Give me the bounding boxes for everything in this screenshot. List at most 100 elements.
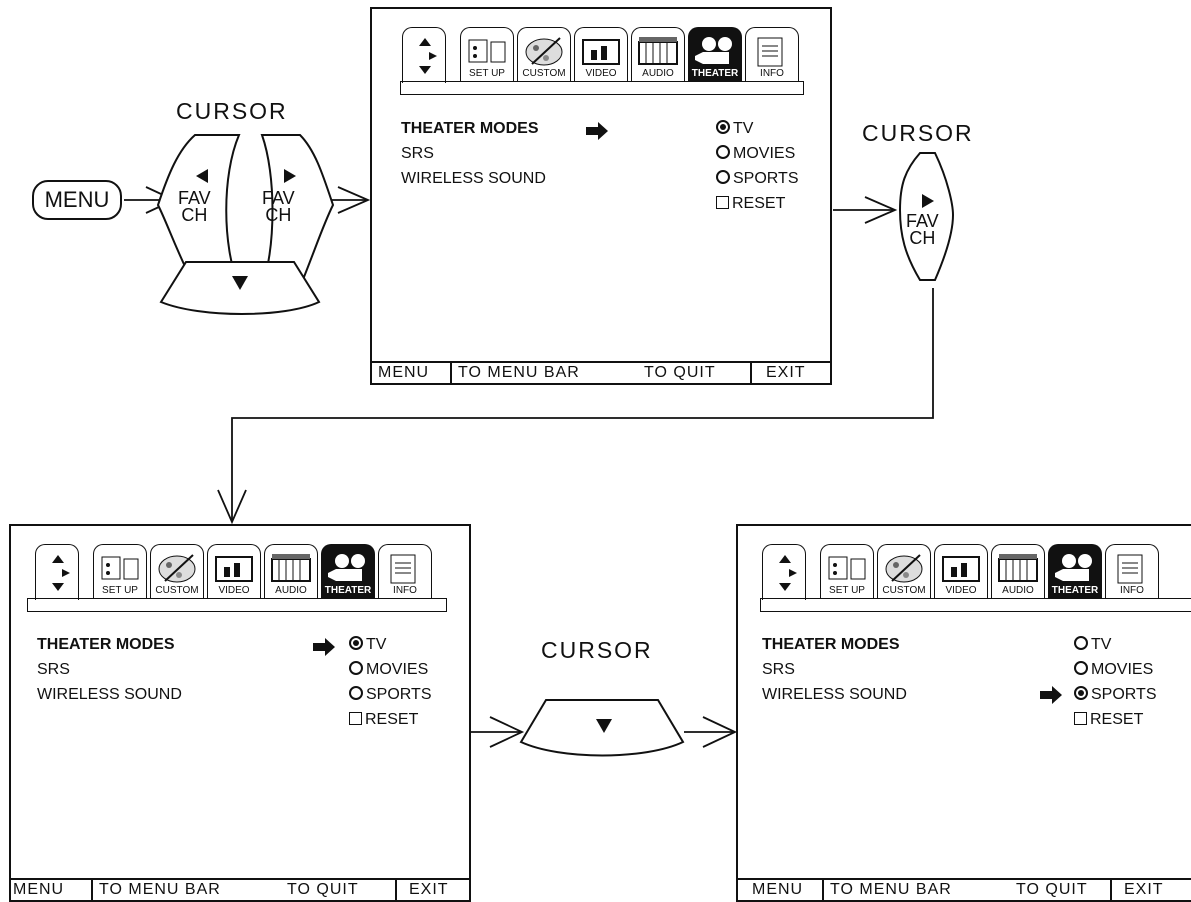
radio-tv[interactable] bbox=[716, 120, 730, 134]
radio-movies[interactable] bbox=[716, 145, 730, 159]
footer-menu: MENU bbox=[13, 881, 65, 898]
ch-label: CH bbox=[909, 228, 936, 248]
option-sports[interactable]: SPORTS bbox=[349, 686, 432, 704]
checkbox-reset[interactable] bbox=[349, 712, 362, 725]
tab-custom[interactable]: CUSTOM bbox=[150, 544, 204, 598]
tab-video[interactable]: VIDEO bbox=[207, 544, 261, 598]
option-movies[interactable]: MOVIES bbox=[349, 661, 428, 679]
menu-item-wireless-sound[interactable]: WIRELESS SOUND bbox=[401, 170, 546, 187]
tab-theater[interactable]: THEATER bbox=[1048, 544, 1102, 598]
nav-arrows-icon bbox=[419, 38, 437, 74]
tab-bar-strip bbox=[760, 598, 1191, 612]
tab-label: SET UP bbox=[469, 68, 505, 79]
menu-item-srs[interactable]: SRS bbox=[37, 661, 70, 678]
cursor-label-left: CURSOR bbox=[176, 98, 288, 124]
tab-info[interactable]: INFO bbox=[1105, 544, 1159, 598]
ch-label: CH bbox=[181, 205, 208, 225]
audio-icon bbox=[998, 554, 1038, 582]
menu-item-srs[interactable]: SRS bbox=[401, 145, 434, 162]
cursor-left-key[interactable] bbox=[156, 134, 241, 288]
option-tv[interactable]: TV bbox=[349, 636, 386, 654]
setup-icon bbox=[468, 39, 506, 63]
option-sports[interactable]: SPORTS bbox=[716, 170, 799, 188]
theater-icon bbox=[328, 554, 365, 581]
tab-audio[interactable]: AUDIO bbox=[631, 27, 685, 81]
tab-setup[interactable]: SET UP bbox=[93, 544, 147, 598]
radio-movies[interactable] bbox=[349, 661, 363, 675]
option-label: SPORTS bbox=[733, 170, 799, 187]
menu-item-wireless-sound[interactable]: WIRELESS SOUND bbox=[37, 686, 182, 703]
radio-tv[interactable] bbox=[349, 636, 363, 650]
tab-theater[interactable]: THEATER bbox=[688, 27, 742, 81]
option-label: SPORTS bbox=[1091, 686, 1157, 703]
option-label: RESET bbox=[365, 711, 419, 728]
tab-label: VIDEO bbox=[218, 585, 250, 596]
menu-key-button[interactable]: MENU bbox=[32, 180, 122, 220]
tab-theater[interactable]: THEATER bbox=[321, 544, 375, 598]
option-label: RESET bbox=[1090, 711, 1144, 728]
menu-item-wireless-sound[interactable]: WIRELESS SOUND bbox=[762, 686, 907, 703]
theater-icon bbox=[1055, 554, 1092, 581]
option-movies[interactable]: MOVIES bbox=[716, 145, 795, 163]
menu-item-theater-modes[interactable]: THEATER MODES bbox=[401, 120, 539, 137]
menu-item-theater-modes[interactable]: THEATER MODES bbox=[762, 636, 900, 653]
tab-custom[interactable]: CUSTOM bbox=[517, 27, 571, 81]
tab-nav-arrows[interactable] bbox=[35, 544, 79, 600]
info-icon bbox=[1117, 554, 1143, 584]
cursor-right-key[interactable] bbox=[260, 134, 335, 288]
tab-label: CUSTOM bbox=[155, 585, 199, 596]
tab-label: VIDEO bbox=[945, 585, 977, 596]
option-movies[interactable]: MOVIES bbox=[1074, 661, 1153, 679]
tab-info[interactable]: INFO bbox=[378, 544, 432, 598]
tab-setup[interactable]: SET UP bbox=[460, 27, 514, 81]
option-reset[interactable]: RESET bbox=[716, 195, 785, 213]
option-tv[interactable]: TV bbox=[1074, 636, 1111, 654]
pointer-arrow-icon bbox=[313, 638, 335, 656]
tab-label: CUSTOM bbox=[522, 68, 566, 79]
video-icon bbox=[215, 556, 253, 582]
tab-custom[interactable]: CUSTOM bbox=[877, 544, 931, 598]
tab-audio[interactable]: AUDIO bbox=[264, 544, 318, 598]
arrow-right-icon-2 bbox=[922, 194, 934, 208]
menu-item-theater-modes[interactable]: THEATER MODES bbox=[37, 636, 175, 653]
option-reset[interactable]: RESET bbox=[349, 711, 418, 729]
radio-sports[interactable] bbox=[1074, 686, 1088, 700]
radio-movies[interactable] bbox=[1074, 661, 1088, 675]
tab-audio[interactable]: AUDIO bbox=[991, 544, 1045, 598]
radio-tv[interactable] bbox=[1074, 636, 1088, 650]
arrow-left-icon bbox=[196, 169, 208, 183]
footer-exit: EXIT bbox=[1124, 881, 1164, 898]
option-sports[interactable]: SPORTS bbox=[1074, 686, 1157, 704]
checkbox-reset[interactable] bbox=[716, 196, 729, 209]
option-label: SPORTS bbox=[366, 686, 432, 703]
custom-palette-icon bbox=[158, 554, 196, 583]
tab-info[interactable]: INFO bbox=[745, 27, 799, 81]
pointer-arrow-icon bbox=[1040, 686, 1062, 704]
option-reset[interactable]: RESET bbox=[1074, 711, 1143, 729]
fav-label: FAV bbox=[906, 211, 939, 231]
option-tv[interactable]: TV bbox=[716, 120, 753, 138]
right-key-label: FAV CH bbox=[262, 189, 295, 224]
footer-to-quit: TO QUIT bbox=[1016, 881, 1088, 898]
radio-sports[interactable] bbox=[349, 686, 363, 700]
tab-video[interactable]: VIDEO bbox=[934, 544, 988, 598]
checkbox-reset[interactable] bbox=[1074, 712, 1087, 725]
tab-label: INFO bbox=[1120, 585, 1144, 596]
tab-setup[interactable]: SET UP bbox=[820, 544, 874, 598]
cursor-right-key-2[interactable] bbox=[898, 152, 955, 281]
cursor-label-middle: CURSOR bbox=[541, 637, 653, 663]
tab-video[interactable]: VIDEO bbox=[574, 27, 628, 81]
menu-item-srs[interactable]: SRS bbox=[762, 661, 795, 678]
option-label: MOVIES bbox=[1091, 661, 1154, 678]
fav-label: FAV bbox=[178, 188, 211, 208]
tab-label: INFO bbox=[760, 68, 784, 79]
tab-nav-arrows[interactable] bbox=[402, 27, 446, 83]
radio-sports[interactable] bbox=[716, 170, 730, 184]
video-icon bbox=[942, 556, 980, 582]
tab-nav-arrows[interactable] bbox=[762, 544, 806, 600]
left-key-label: FAV CH bbox=[178, 188, 211, 225]
tab-label: THEATER bbox=[691, 68, 739, 79]
